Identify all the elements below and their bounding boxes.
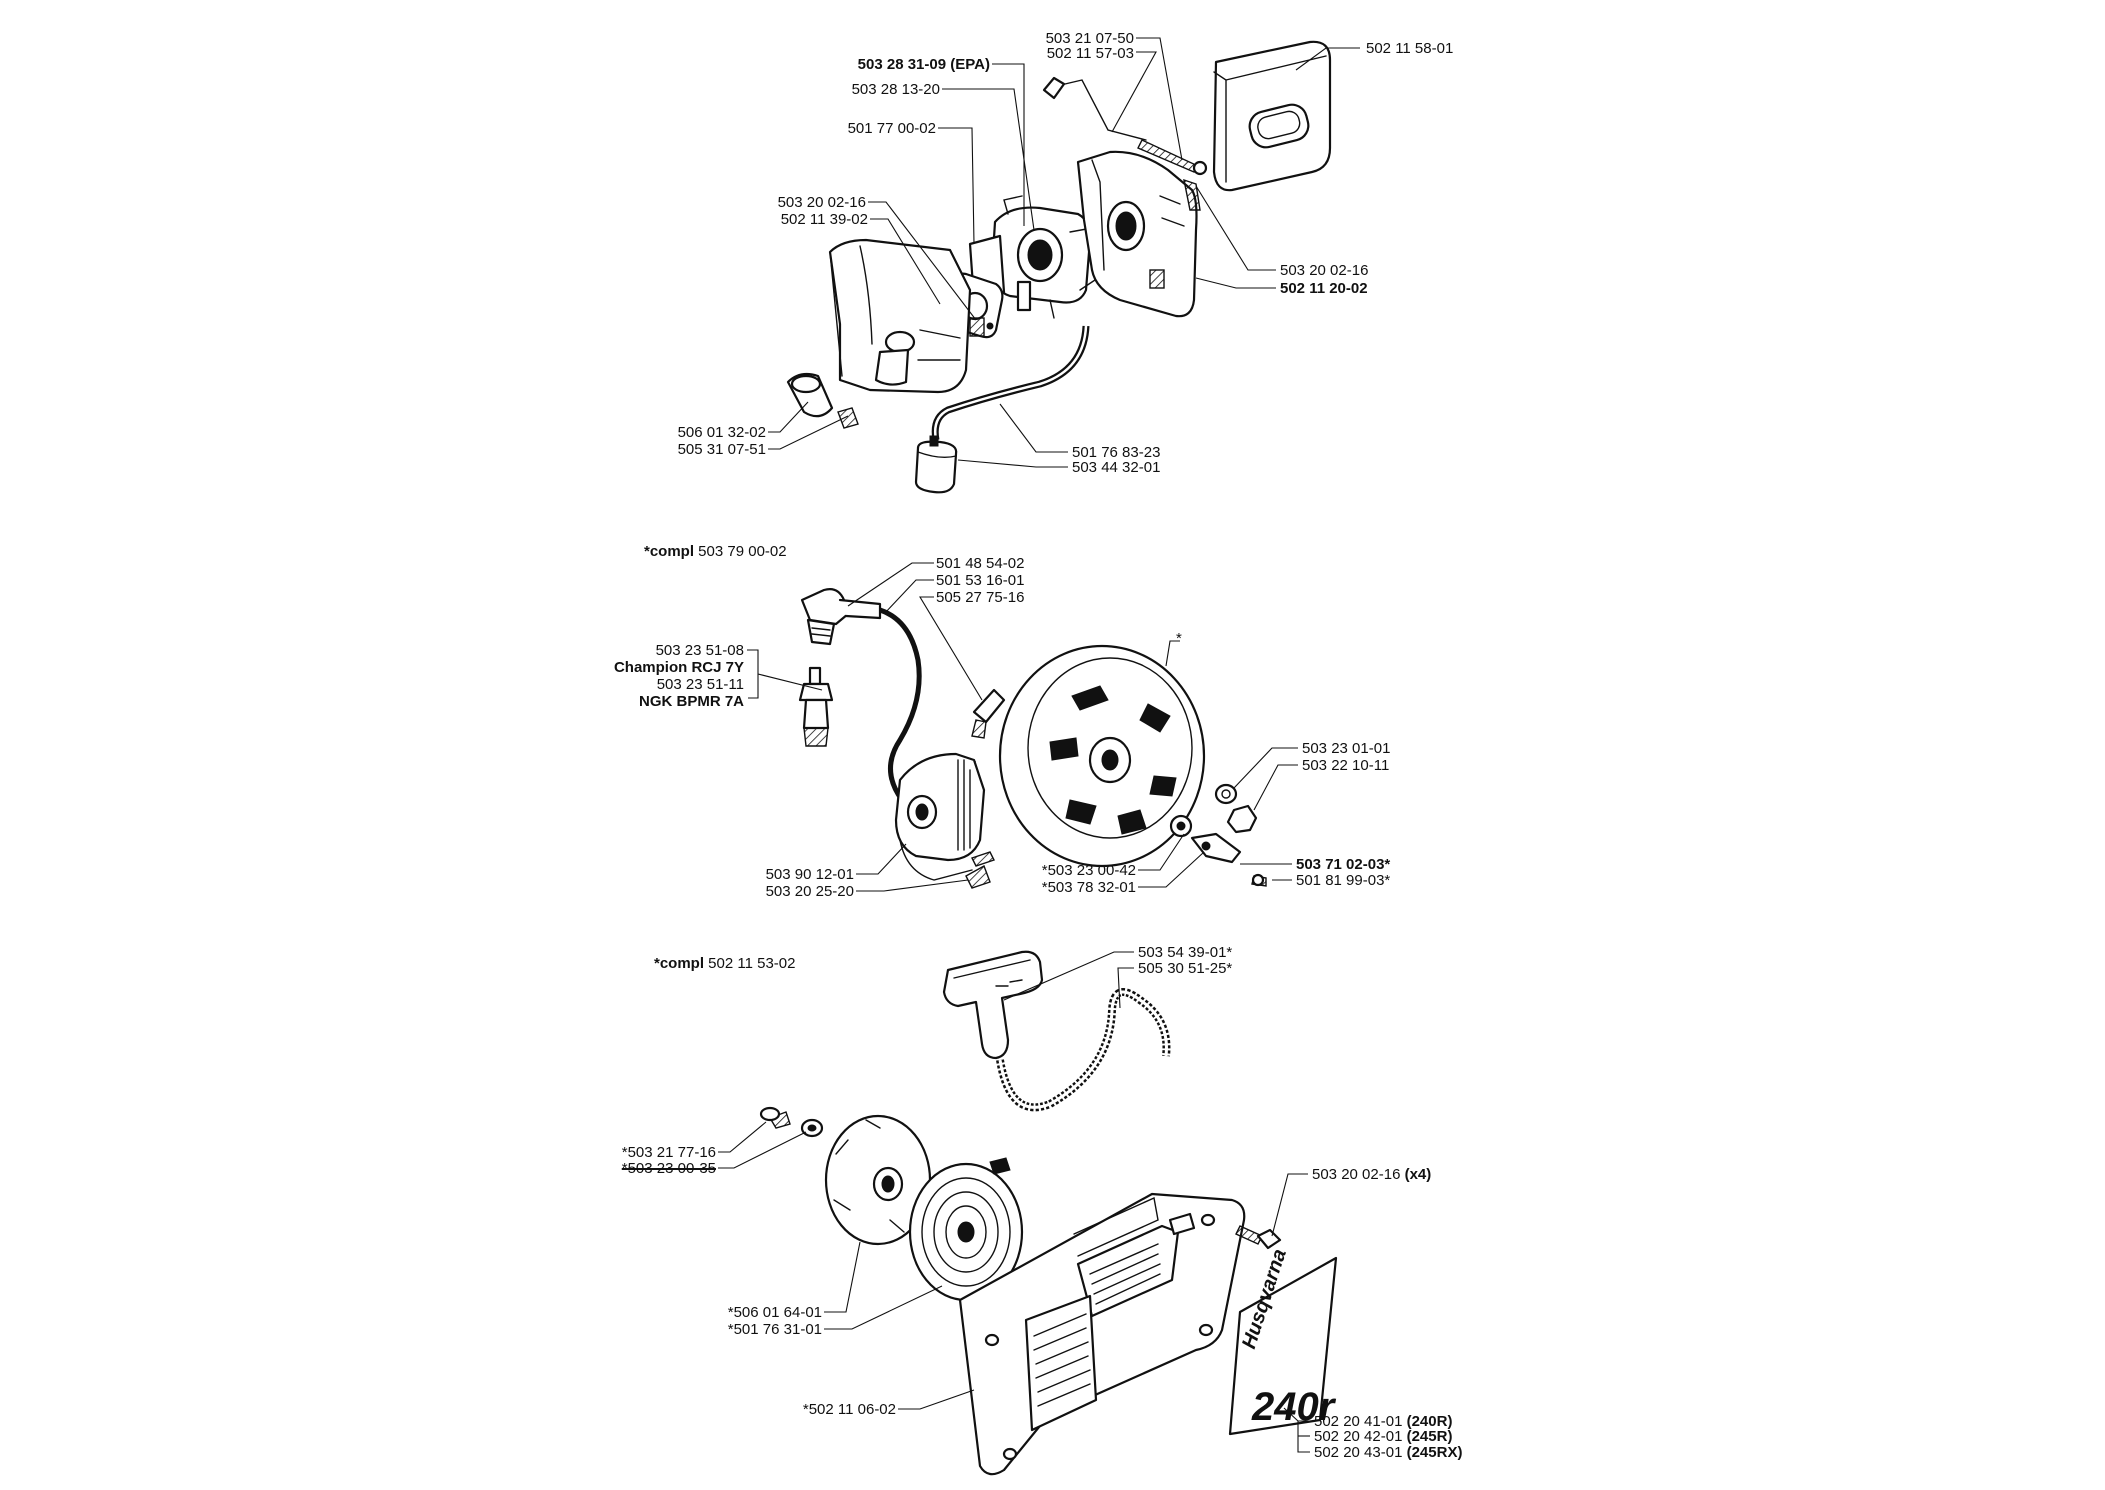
intake-adapter-drawing (1076, 150, 1198, 318)
starter-handle-drawing (942, 950, 1044, 1060)
part-501-81-99-03: 501 81 99-03* (1296, 872, 1391, 889)
part-number: 503 20 02-16 (1312, 1166, 1401, 1183)
quantity-tag: (x4) (1404, 1166, 1432, 1183)
part-503-23-00-42: *503 23 00-42 (1041, 862, 1136, 879)
spark-plug-champion: Champion RCJ 7Y (613, 659, 744, 676)
part-503-21-77-16: *503 21 77-16 (621, 1144, 716, 1161)
part-503-20-02-16-a: 503 20 02-16 (777, 194, 866, 211)
part-506-01-64-01: *506 01 64-01 (727, 1304, 822, 1321)
fuel-line-drawing (931, 325, 1090, 441)
model-tag: (240R) (1406, 1413, 1453, 1430)
part-503-21-07-50: 503 21 07-50 (1045, 30, 1134, 47)
part-503-54-39-01: 503 54 39-01* (1138, 944, 1233, 961)
part-502-11-57-03: 502 11 57-03 (1046, 45, 1134, 62)
part-503-28-31-09: 503 28 31-09 (857, 56, 947, 73)
ignition-compl-label: *compl 503 79 00-02 (644, 543, 787, 560)
part-503-20-02-16-b: 503 20 02-16 (1280, 262, 1369, 279)
part-503-20-02-16-x4: 503 20 02-16 (x4) (1312, 1166, 1431, 1183)
starter-compl-label: *compl 502 11 53-02 (654, 955, 795, 972)
part-503-71-02-03: 503 71 02-03* (1296, 856, 1391, 873)
starter-rope-drawing (996, 988, 1171, 1112)
fuel-filter-drawing (914, 435, 958, 494)
ignition-module-drawing (894, 752, 986, 881)
part-number: 502 20 41-01 (1314, 1413, 1403, 1430)
part-505-30-51-25: 505 30 51-25* (1138, 960, 1233, 977)
compl-number: 502 11 53-02 (704, 955, 796, 972)
epa-tag: (EPA) (950, 56, 990, 73)
flywheel-drawing (998, 644, 1206, 868)
part-503-23-51-08: 503 23 51-08 (655, 642, 744, 659)
spark-plug-drawing (798, 666, 834, 747)
part-number: 502 20 42-01 (1314, 1428, 1403, 1445)
model-tag: (245R) (1406, 1428, 1453, 1445)
air-filter-drawing (1212, 40, 1332, 192)
part-502-11-06-02: *502 11 06-02 (802, 1401, 896, 1418)
part-501-76-83-23: 501 76 83-23 (1072, 444, 1161, 461)
decal-drawing (1228, 1256, 1338, 1436)
leader-lines (718, 37, 1360, 1453)
part-502-20-41-01: 502 20 41-01 (240R) (1314, 1413, 1452, 1430)
flywheel-asterisk: * (1176, 630, 1182, 647)
spark-plug-cap-drawing (800, 588, 882, 646)
part-503-78-32-01: *503 78 32-01 (1041, 879, 1136, 896)
cylinder-shroud-drawing (828, 238, 985, 394)
compl-prefix: *compl (654, 955, 705, 972)
part-503-28-31-09-epa: 503 28 31-09 (EPA) (858, 56, 990, 73)
part-502-11-58-01: 502 11 58-01 (1366, 40, 1454, 57)
part-506-01-32-02: 506 01 32-02 (677, 424, 766, 441)
spark-plug-ngk: NGK BPMR 7A (638, 693, 744, 710)
part-503-22-10-11: 503 22 10-11 (1302, 757, 1390, 774)
pawl-drawing (1190, 832, 1267, 887)
part-502-20-43-01: 502 20 43-01 (245RX) (1314, 1444, 1462, 1461)
compl-prefix: *compl (644, 543, 695, 560)
part-502-20-42-01: 502 20 42-01 (245R) (1314, 1428, 1452, 1445)
starter-housing-drawing (958, 1192, 1246, 1476)
model-tag: (245RX) (1406, 1444, 1463, 1461)
part-501-53-16-01: 501 53 16-01 (936, 572, 1025, 589)
part-503-44-32-01: 503 44 32-01 (1072, 459, 1161, 476)
part-505-27-75-16: 505 27 75-16 (936, 589, 1025, 606)
housing-bolt-drawing (1235, 1225, 1282, 1250)
decal-model-text: 240r (1251, 1385, 1337, 1429)
starter-pulley-drawing (824, 1114, 932, 1246)
part-503-23-51-11: 503 23 51-11 (656, 676, 744, 693)
part-503-20-25-20: 503 20 25-20 (765, 883, 854, 900)
part-502-11-39-02: 502 11 39-02 (780, 211, 868, 228)
washer-nut-drawing (1169, 783, 1258, 838)
carburetor-drawing (968, 195, 1099, 319)
part-503-23-00-35-superseded: *503 23 00-35 (621, 1160, 716, 1177)
terminal-spring-drawing (971, 688, 1006, 739)
part-503-28-13-20: 503 28 13-20 (851, 81, 940, 98)
collar-drawing (786, 372, 859, 429)
bolt-choke-drawing (1042, 76, 1208, 211)
part-502-11-20-02: 502 11 20-02 (1280, 280, 1368, 297)
part-503-90-12-01: 503 90 12-01 (765, 866, 854, 883)
module-screws-drawing (965, 851, 995, 889)
part-number: 502 20 43-01 (1314, 1444, 1403, 1461)
compl-number: 503 79 00-02 (694, 543, 787, 560)
pulley-screw-drawing (759, 1106, 824, 1138)
part-503-23-01-01: 503 23 01-01 (1302, 740, 1391, 757)
part-505-31-07-51: 505 31 07-51 (677, 441, 766, 458)
part-501-76-31-01: *501 76 31-01 (727, 1321, 822, 1338)
part-501-77-00-02: 501 77 00-02 (847, 120, 936, 137)
part-501-48-54-02: 501 48 54-02 (936, 555, 1025, 572)
